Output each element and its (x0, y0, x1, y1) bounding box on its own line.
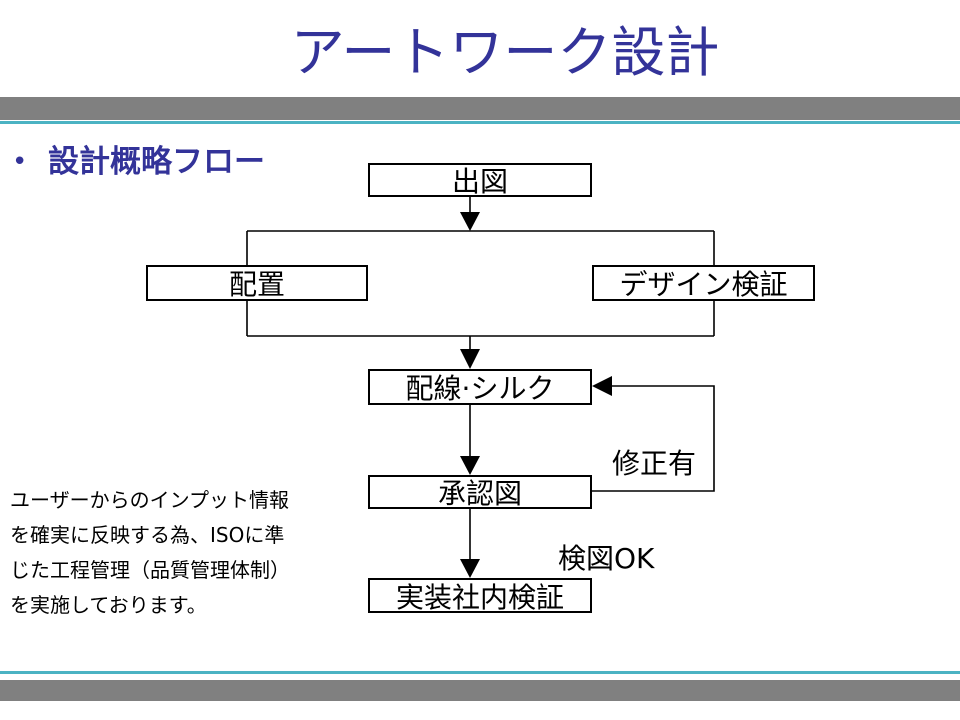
note-line: を確実に反映する為、ISOに準 (10, 523, 285, 547)
header-band (0, 97, 960, 120)
slide-title: アートワーク設計 (290, 21, 720, 84)
arrowhead-routing-down (460, 456, 480, 475)
flow-box-approval-drawing: 承認図 (368, 475, 592, 509)
arrowhead-revision-loop (592, 376, 612, 396)
label-revision-needed: 修正有 (612, 447, 697, 480)
note-line: を実施しております。 (10, 593, 207, 617)
label-inspection-ok: 検図OK (558, 542, 655, 575)
flow-box-placement: 配置 (146, 265, 368, 301)
note-line: ユーザーからのインプット情報 (10, 488, 289, 512)
note-line: じた工程管理（品質管理体制） (10, 558, 290, 582)
footer-rule (0, 671, 960, 674)
flow-box-routing-silk: 配線·シルク (368, 369, 592, 405)
footer-band (0, 680, 960, 701)
arrowhead-approval-down (460, 559, 480, 578)
section-heading: 設計概略フロー (48, 144, 265, 180)
header-rule (0, 121, 960, 124)
flow-box-drawing-release: 出図 (368, 163, 592, 197)
flow-box-design-verification: デザイン検証 (592, 265, 815, 301)
bullet-icon: • (12, 147, 28, 177)
arrowhead-release-down (460, 212, 480, 231)
process-note: ユーザーからのインプット情報 を確実に反映する為、ISOに準 じた工程管理（品質… (10, 483, 340, 623)
flow-box-internal-assembly-verification: 実装社内検証 (368, 578, 592, 613)
arrowhead-merge-down (460, 349, 480, 369)
